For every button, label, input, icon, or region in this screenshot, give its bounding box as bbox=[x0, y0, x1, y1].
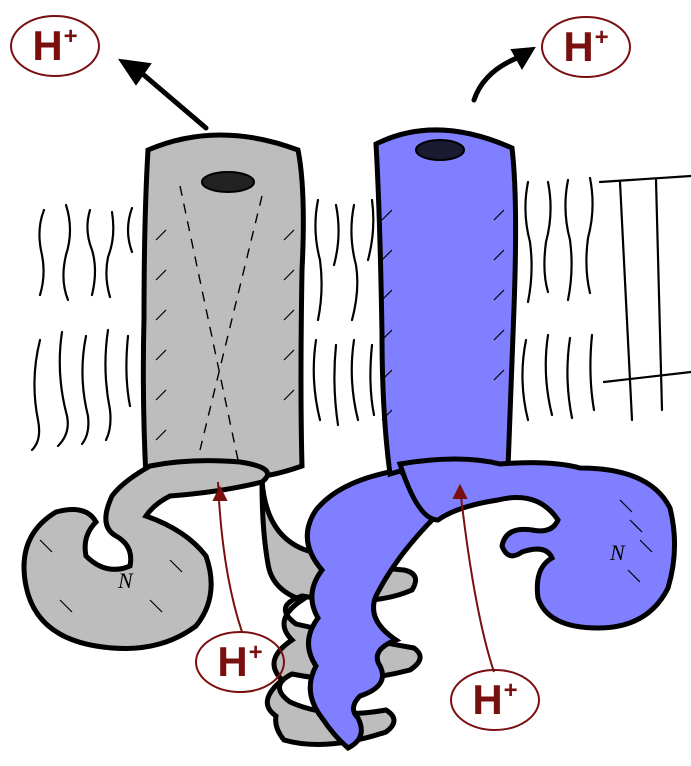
arrow-left-out bbox=[138, 70, 206, 128]
right-n-lobe bbox=[400, 459, 675, 628]
arrows bbox=[120, 48, 534, 128]
right-protein bbox=[307, 130, 674, 748]
right-pore bbox=[416, 140, 464, 160]
arrow-right-out bbox=[474, 56, 522, 100]
left-n-lobe bbox=[24, 461, 268, 649]
n-terminus-left: N bbox=[117, 568, 134, 593]
right-helix-tail bbox=[307, 470, 436, 748]
n-terminus-right: N bbox=[609, 540, 626, 565]
left-pore bbox=[202, 172, 254, 192]
lipid-bilayer bbox=[32, 176, 691, 450]
right-tm-column bbox=[376, 130, 516, 474]
